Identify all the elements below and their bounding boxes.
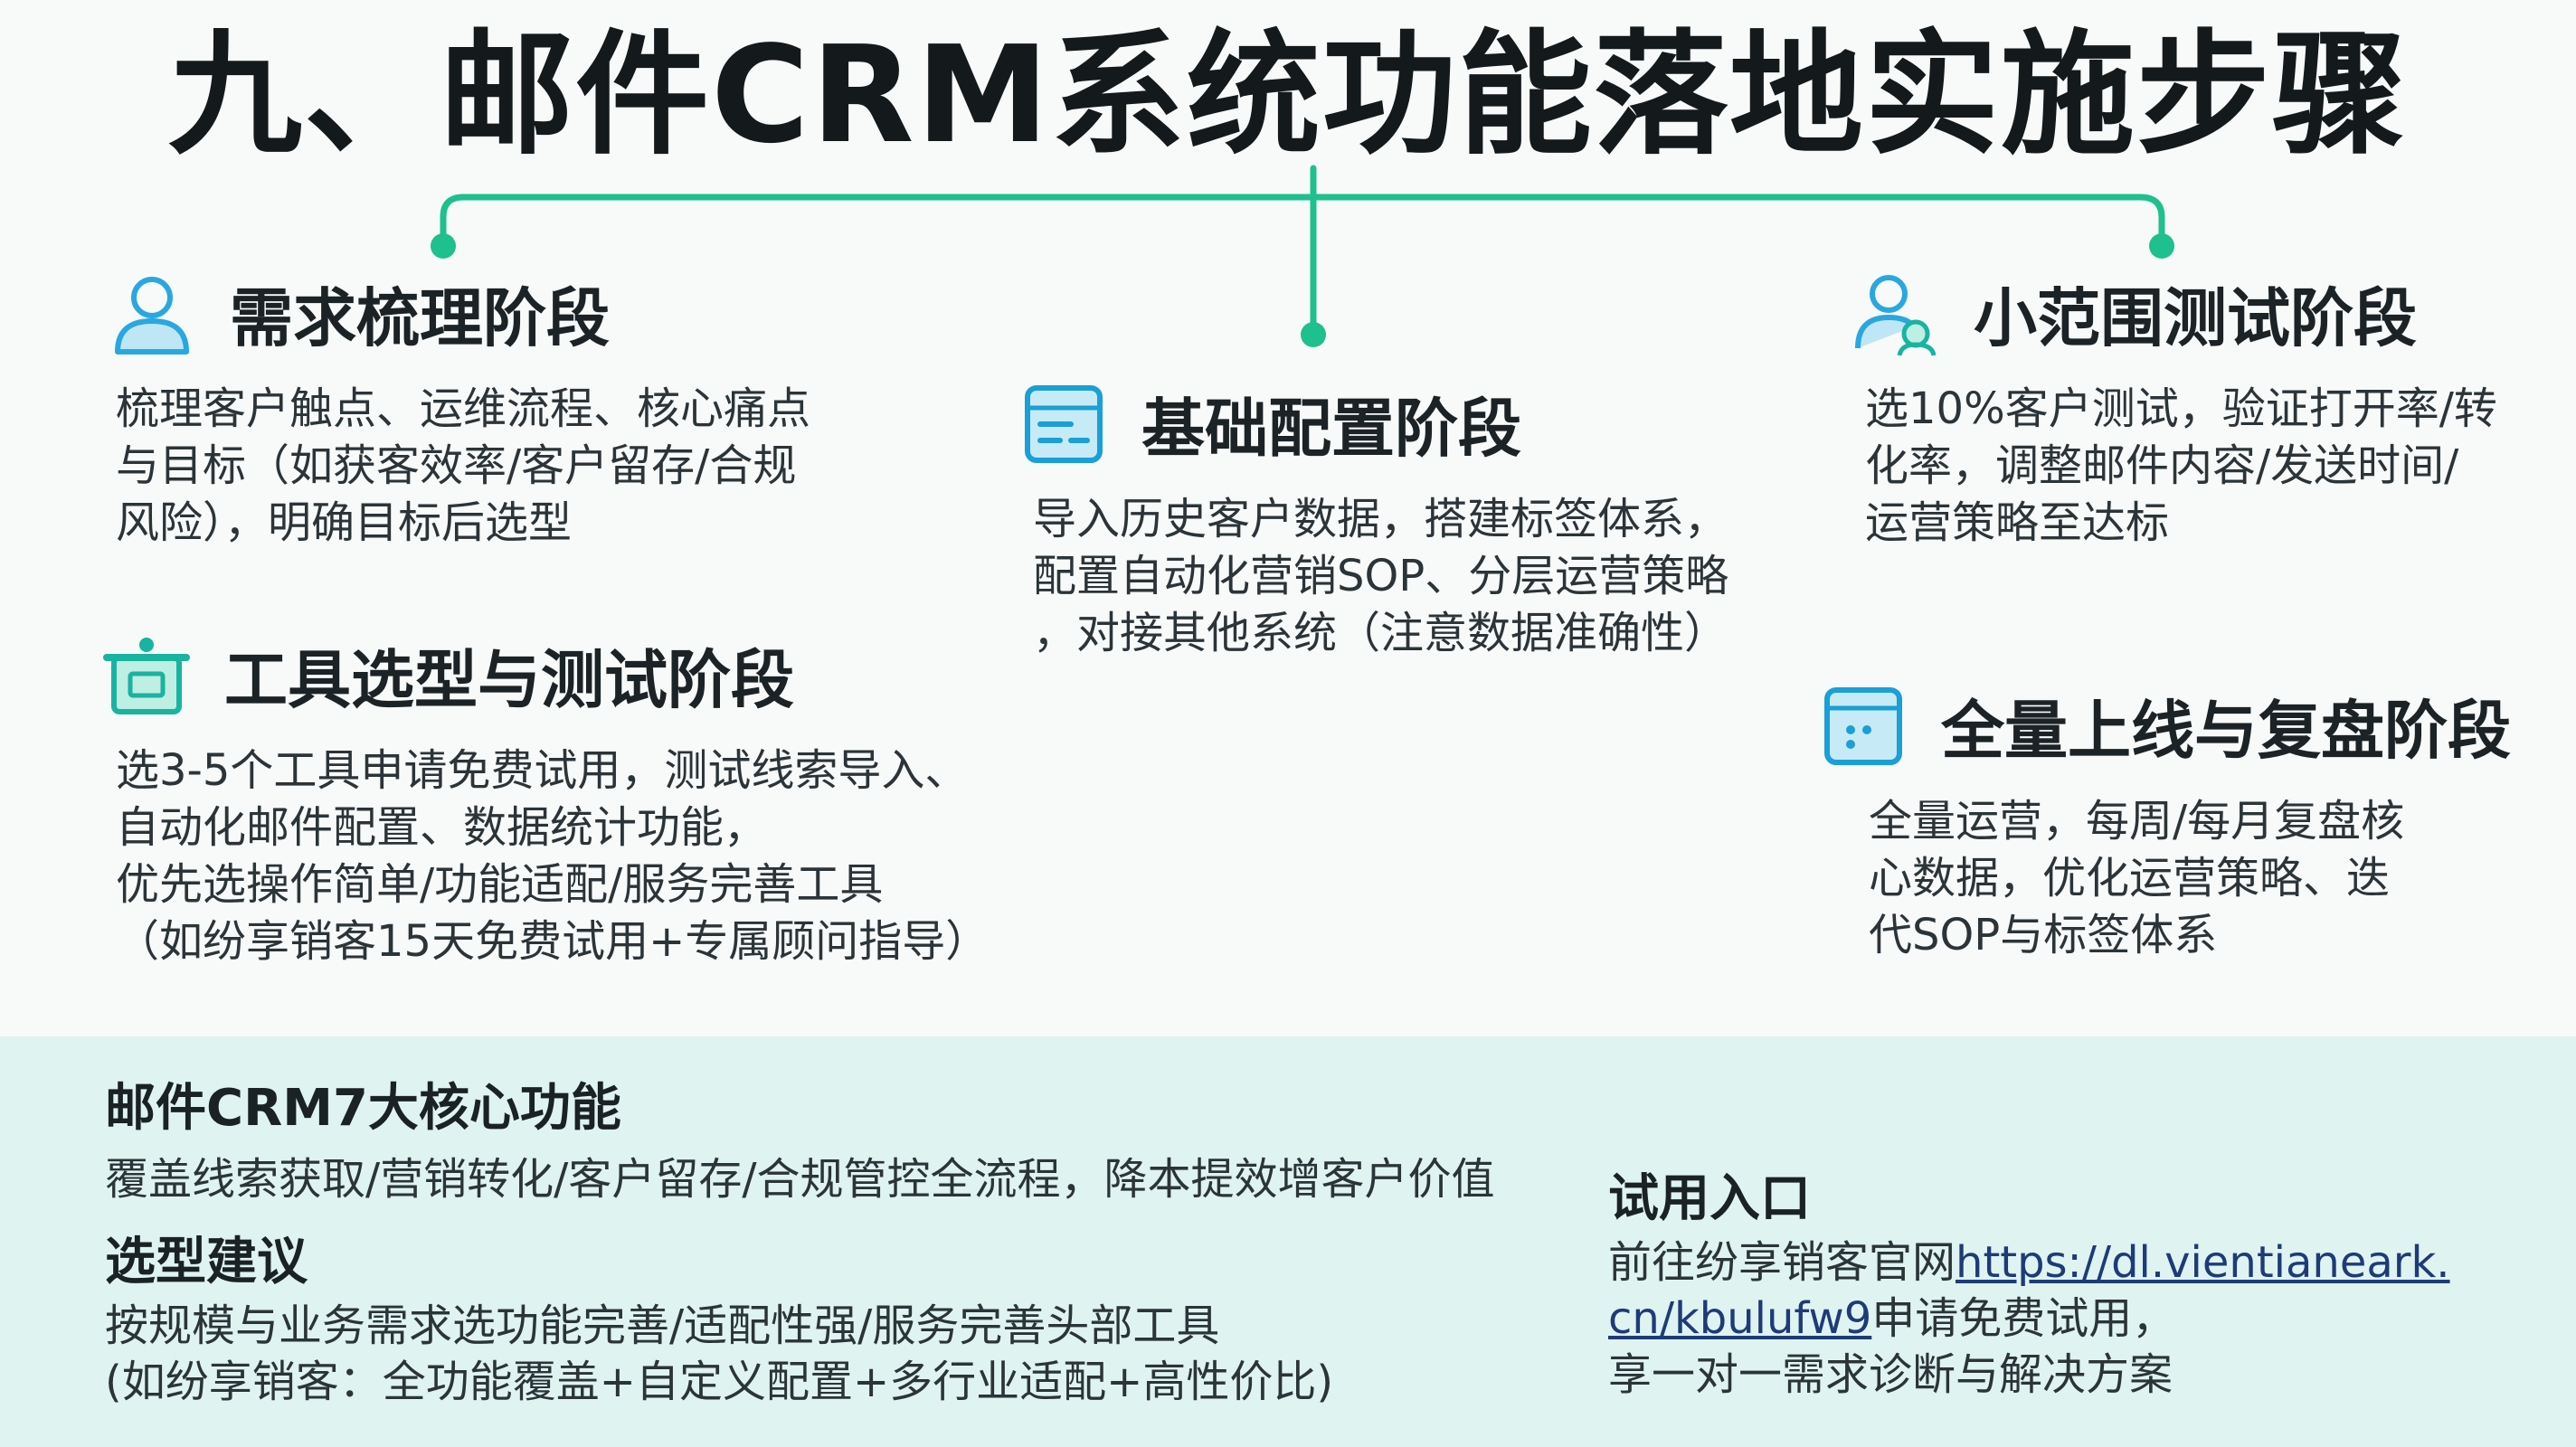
trial-line-1: 前往纷享销客官网https://dl.vientianeark.	[1608, 1234, 2450, 1291]
user-group-icon	[1855, 274, 1937, 356]
connector-bar	[440, 194, 2165, 248]
stage-pilot-test-desc: 选10%客户测试，验证打开率/转 化率，调整邮件内容/发送时间/ 运营策略至达标	[1865, 381, 2497, 552]
desc-line: 风险），明确目标后选型	[116, 497, 573, 548]
trial-entry-text: 前往纷享销客官网https://dl.vientianeark. cn/kbul…	[1608, 1234, 2450, 1403]
trial-url-part-1[interactable]: https://dl.vientianeark.	[1956, 1237, 2450, 1288]
stage-full-launch-header: 全量上线与复盘阶段	[1818, 680, 2511, 771]
desc-line: 选3-5个工具申请免费试用，测试线索导入、	[116, 745, 969, 796]
connector-node-left	[431, 233, 456, 259]
trial-entry-block: 试用入口 前往纷享销客官网https://dl.vientianeark. cn…	[1608, 1158, 2450, 1403]
selection-advice-block: 选型建议 按规模与业务需求选功能完善/适配性强/服务完善头部工具 (如纷享销客：…	[105, 1221, 1333, 1410]
desc-line: ，对接其他系统（注意数据准确性）	[1033, 608, 1728, 658]
dashboard-window-icon	[1824, 686, 1902, 765]
stage-basic-config-header: 基础配置阶段	[1018, 378, 1728, 469]
desc-line: 配置自动化营销SOP、分层运营策略	[1033, 551, 1729, 601]
stage-requirements: 需求梳理阶段 梳理客户触点、运维流程、核心痛点 与目标（如获客效率/客户留存/合…	[107, 268, 810, 552]
desc-line: 梳理客户触点、运维流程、核心痛点	[116, 383, 811, 434]
stage-tool-selection-desc: 选3-5个工具申请免费试用，测试线索导入、 自动化邮件配置、数据统计功能， 优先…	[116, 742, 989, 970]
desc-line: 优先选操作简单/功能适配/服务完善工具	[116, 859, 884, 910]
stage-requirements-desc: 梳理客户触点、运维流程、核心痛点 与目标（如获客效率/客户留存/合规 风险），明…	[116, 381, 810, 552]
stage-basic-config-title: 基础配置阶段	[1141, 392, 1521, 466]
stage-pilot-test: 小范围测试阶段 选10%客户测试，验证打开率/转 化率，调整邮件内容/发送时间/…	[1851, 268, 2497, 552]
connector-node-center	[1301, 322, 1326, 347]
stage-full-launch: 全量上线与复盘阶段 全量运营，每周/每月复盘核 心数据，优化运营策略、迭 代SO…	[1818, 680, 2511, 964]
desc-line: 化率，调整邮件内容/发送时间/	[1865, 440, 2459, 491]
connector-node-right	[2149, 233, 2174, 259]
config-panel-icon	[1025, 384, 1103, 463]
trial-url-part-2[interactable]: cn/kbulufw9	[1608, 1293, 1872, 1344]
trial-line-2: cn/kbulufw9申请免费试用，	[1608, 1291, 2450, 1347]
stage-full-launch-title: 全量上线与复盘阶段	[1941, 694, 2511, 768]
trial-suffix: 申请免费试用，	[1871, 1293, 2176, 1344]
core-functions-block: 邮件CRM7大核心功能 覆盖线索获取/营销转化/客户留存/合规管控全流程，降本提…	[105, 1067, 1495, 1207]
stage-pilot-test-title: 小范围测试阶段	[1974, 281, 2417, 355]
trial-line-3: 享一对一需求诊断与解决方案	[1608, 1349, 2174, 1400]
summary-panel: 邮件CRM7大核心功能 覆盖线索获取/营销转化/客户留存/合规管控全流程，降本提…	[0, 1036, 2576, 1447]
desc-line: 与目标（如获客效率/客户留存/合规	[116, 440, 797, 491]
stage-basic-config-desc: 导入历史客户数据，搭建标签体系， 配置自动化营销SOP、分层运营策略 ，对接其他…	[1033, 491, 1728, 662]
desc-line: 代SOP与标签体系	[1869, 910, 2218, 960]
selection-advice-heading: 选型建议	[105, 1233, 308, 1291]
user-icon	[115, 276, 189, 355]
stage-requirements-header: 需求梳理阶段	[107, 268, 810, 359]
page-title: 九、邮件CRM系统功能落地实施步骤	[168, 17, 2408, 173]
connector-tree	[431, 165, 2174, 347]
desc-line: 自动化邮件配置、数据统计功能，	[116, 802, 768, 853]
stage-requirements-title: 需求梳理阶段	[230, 281, 610, 355]
stage-basic-config: 基础配置阶段 导入历史客户数据，搭建标签体系， 配置自动化营销SOP、分层运营策…	[1018, 378, 1728, 662]
selection-advice-text: 按规模与业务需求选功能完善/适配性强/服务完善头部工具 (如纷享销客：全功能覆盖…	[105, 1298, 1333, 1410]
core-functions-text: 覆盖线索获取/营销转化/客户留存/合规管控全流程，降本提效增客户价值	[105, 1154, 1495, 1205]
desc-line: （如纷享销客15天免费试用+专属顾问指导）	[116, 916, 990, 967]
stage-tool-selection-title: 工具选型与测试阶段	[224, 643, 794, 717]
core-functions-heading: 邮件CRM7大核心功能	[105, 1079, 621, 1138]
trial-prefix: 前往纷享销客官网	[1608, 1237, 1956, 1288]
desc-line: 心数据，优化运营策略、迭	[1869, 853, 2391, 903]
advice-line: (如纷享销客：全功能覆盖+自定义配置+多行业适配+高性价比)	[105, 1357, 1334, 1407]
toolbox-icon	[103, 637, 190, 714]
desc-line: 运营策略至达标	[1865, 497, 2170, 548]
stage-pilot-test-header: 小范围测试阶段	[1851, 268, 2497, 359]
stage-tool-selection-header: 工具选型与测试阶段	[101, 629, 989, 721]
stage-full-launch-desc: 全量运营，每周/每月复盘核 心数据，优化运营策略、迭 代SOP与标签体系	[1869, 793, 2511, 964]
advice-line: 按规模与业务需求选功能完善/适配性强/服务完善头部工具	[105, 1300, 1220, 1351]
desc-line: 全量运营，每周/每月复盘核	[1869, 796, 2405, 846]
stage-tool-selection: 工具选型与测试阶段 选3-5个工具申请免费试用，测试线索导入、 自动化邮件配置、…	[101, 629, 989, 970]
desc-line: 导入历史客户数据，搭建标签体系，	[1033, 494, 1728, 544]
trial-entry-heading: 试用入口	[1608, 1169, 1811, 1228]
desc-line: 选10%客户测试，验证打开率/转	[1865, 383, 2497, 434]
